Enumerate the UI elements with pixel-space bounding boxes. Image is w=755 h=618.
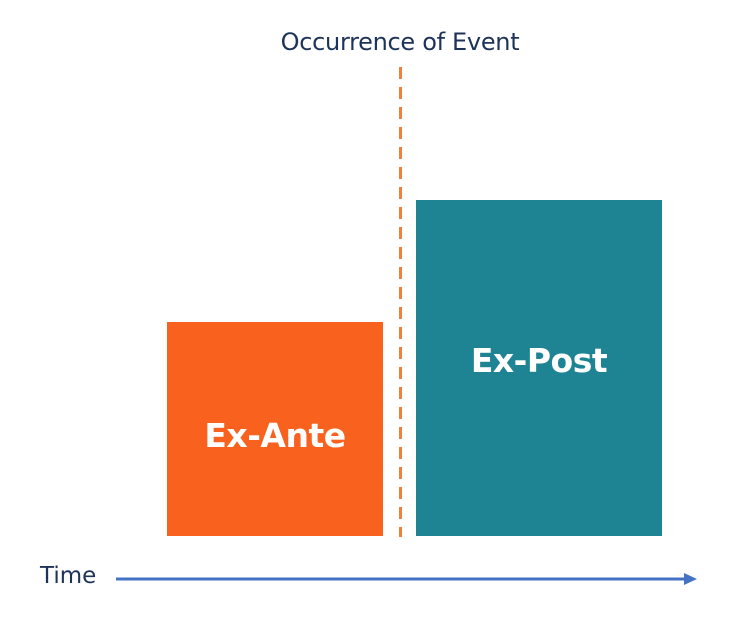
ex-ante-label: Ex-Ante (204, 415, 346, 455)
ex-ante-box: Ex-Ante (167, 322, 383, 536)
time-label: Time (40, 563, 97, 589)
time-arrow-icon (116, 573, 697, 585)
ex-post-label: Ex-Post (470, 341, 608, 380)
ex-post-box: Ex-Post (416, 200, 662, 536)
event-dashed-line (399, 67, 402, 537)
event-label: Occurrence of Event (280, 28, 520, 56)
